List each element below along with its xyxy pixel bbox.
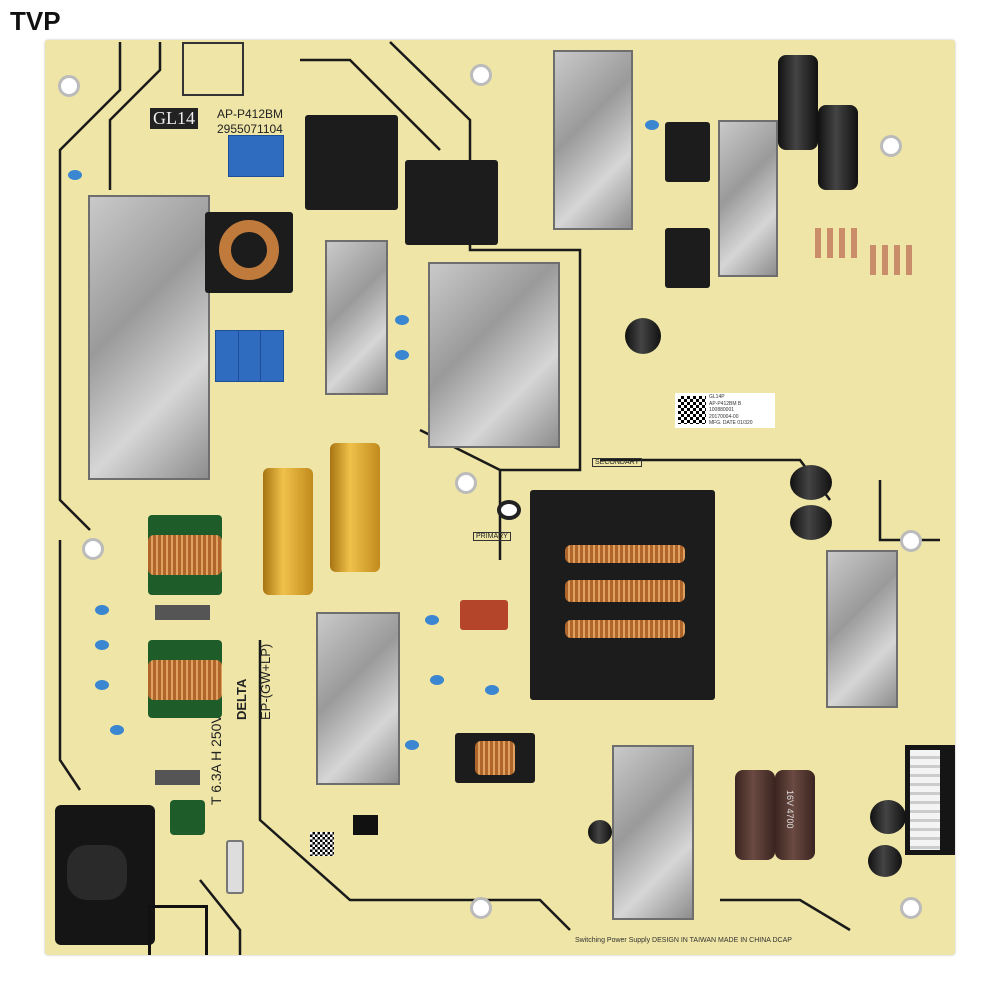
mounting-hole	[900, 897, 922, 919]
ac-power-inlet	[55, 805, 155, 945]
mounting-hole	[455, 472, 477, 494]
resistor-array	[870, 245, 918, 275]
bridge-rectifier	[155, 770, 200, 785]
ceramic-capacitor	[425, 615, 439, 625]
qr-sticker: GL14P AP-P412BM B 100880001 20170004-00 …	[675, 393, 775, 428]
heatsink	[316, 612, 400, 785]
ceramic-capacitor	[430, 675, 444, 685]
heatsink	[718, 120, 778, 277]
heatsink	[553, 50, 633, 230]
toroid-inductor	[205, 212, 293, 293]
primary-label: PRIMARY	[473, 532, 511, 541]
ceramic-capacitor	[395, 315, 409, 325]
watermark-logo: TVP	[10, 6, 61, 36]
qr-code-icon	[310, 832, 334, 856]
transformer	[305, 115, 398, 210]
x-capacitor	[215, 330, 239, 382]
heatsink	[612, 745, 694, 920]
capacitor-top	[870, 800, 906, 834]
bridge-rectifier	[155, 605, 210, 620]
brand-label: DELTA	[234, 678, 249, 720]
heatsink	[325, 240, 388, 395]
footer-text: Switching Power Supply DESIGN IN TAIWAN …	[575, 937, 792, 944]
capacitor-top	[790, 465, 832, 500]
sticker-line: MFG. DATE 01/320	[709, 420, 753, 426]
common-mode-choke	[148, 640, 222, 718]
electrolytic-capacitor	[778, 55, 818, 150]
ceramic-capacitor	[110, 725, 124, 735]
heatsink	[88, 195, 210, 480]
ceramic-capacitor	[68, 170, 82, 180]
x-capacitor	[260, 330, 284, 382]
part-number: AP-P412BM	[217, 107, 284, 121]
ceramic-capacitor	[405, 740, 419, 750]
capacitor-top	[868, 845, 902, 877]
capacitor-top	[790, 505, 832, 540]
capacitor-top	[625, 318, 661, 354]
electrolytic-capacitor	[330, 443, 380, 572]
resistor-array	[815, 228, 863, 258]
transformer	[405, 160, 498, 245]
sticker-line: GL14P	[709, 394, 725, 400]
x-capacitor	[238, 330, 262, 382]
sticker-line: AP-P412BM B	[709, 400, 742, 407]
ceramic-capacitor	[95, 640, 109, 650]
ceramic-capacitor	[485, 685, 499, 695]
main-transformer	[530, 490, 715, 700]
ceramic-capacitor	[95, 680, 109, 690]
choke	[170, 800, 205, 835]
transformer	[665, 122, 710, 182]
mounting-hole	[900, 530, 922, 552]
electrolytic-capacitor: 16V 4700	[775, 770, 815, 860]
mounting-hole	[58, 75, 80, 97]
output-connector	[905, 745, 955, 855]
capacitor-top	[588, 820, 612, 844]
capacitor-marking: 16V 4700	[785, 790, 795, 829]
ic-chip	[353, 815, 378, 835]
fuse-rating: T 6.3A H 250V	[208, 714, 224, 805]
electrolytic-capacitor	[735, 770, 775, 860]
fuse	[226, 840, 244, 894]
ceramic-capacitor	[95, 605, 109, 615]
mounting-hole	[470, 64, 492, 86]
mounting-hole	[82, 538, 104, 560]
mounting-hole	[470, 897, 492, 919]
sticker-line: 100880001	[709, 407, 735, 413]
film-capacitor	[460, 600, 508, 630]
mounting-hole	[880, 135, 902, 157]
x-capacitor	[228, 135, 284, 177]
qr-code-icon	[678, 396, 706, 424]
serial-number: 2955071104	[217, 122, 283, 136]
secondary-label: SECONDARY	[592, 458, 643, 467]
inductor	[455, 733, 535, 783]
heatsink	[428, 262, 560, 448]
heatsink	[826, 550, 898, 708]
connector-outline	[148, 905, 208, 955]
common-mode-choke	[148, 515, 222, 595]
ceramic-capacitor	[645, 120, 659, 130]
mounting-clip	[497, 500, 521, 520]
sticker-line: 20170004-00	[709, 413, 739, 420]
transformer	[665, 228, 710, 288]
series-label: EP-(GW+LP)	[258, 643, 273, 720]
ceramic-capacitor	[395, 350, 409, 360]
model-code: GL14	[150, 108, 198, 129]
silkscreen-outline	[182, 42, 244, 96]
electrolytic-capacitor	[818, 105, 858, 190]
electrolytic-capacitor	[263, 468, 313, 595]
